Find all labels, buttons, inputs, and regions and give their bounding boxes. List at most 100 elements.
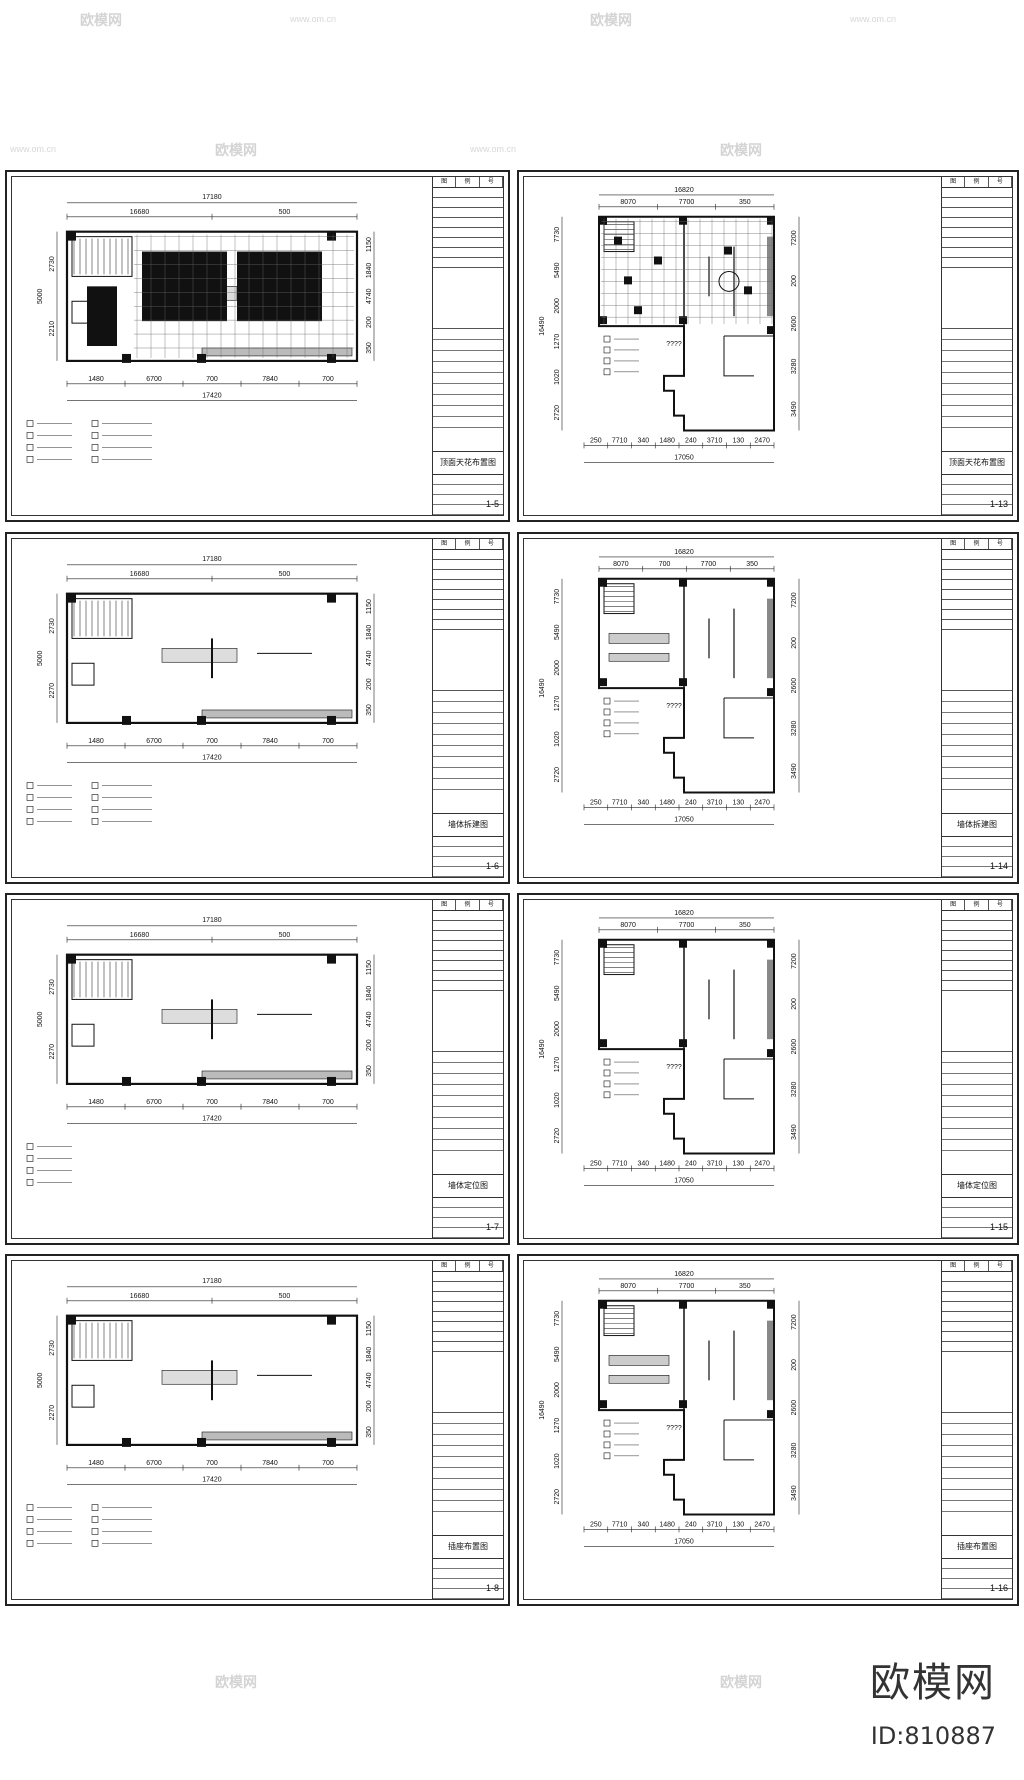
title-block-header-cell: 号 <box>989 900 1012 910</box>
dimension-label: 7200 <box>791 1314 798 1330</box>
dimension-label: 17050 <box>674 454 694 461</box>
dimension-label: 240 <box>685 799 697 806</box>
column <box>67 1315 76 1325</box>
legend-swatch <box>26 1516 34 1523</box>
dimension-label: 7200 <box>791 230 798 246</box>
title-block-row <box>433 600 503 610</box>
dimension-label: 3710 <box>707 799 723 806</box>
title-block-small-row <box>942 1074 1012 1085</box>
watermark-site: www.om.cn <box>470 144 517 154</box>
title-block-header-cell: 例 <box>965 177 989 187</box>
column <box>679 578 687 587</box>
column <box>767 939 775 948</box>
dimension-label: 1480 <box>88 738 104 745</box>
dimension-label: 1020 <box>554 731 561 747</box>
watermark-logo: 欧模网 <box>80 12 122 28</box>
title-block-footer-row <box>942 1198 1012 1208</box>
title-block-header-cell: 图 <box>942 177 966 187</box>
title-block-small-row <box>433 1107 503 1118</box>
title-block-row <box>433 610 503 620</box>
legend-swatch <box>603 719 611 727</box>
dimension-label: 7710 <box>612 799 628 806</box>
elevator-shaft <box>71 662 95 686</box>
title-block-row <box>433 961 503 971</box>
dimension-label: 340 <box>638 1521 650 1528</box>
dimension-label: 5490 <box>554 985 561 1001</box>
dimension-label: 350 <box>746 561 758 568</box>
title-block-footer-row <box>433 867 503 877</box>
title-block-blank <box>942 630 1012 691</box>
column <box>599 939 607 948</box>
title-block-small-row <box>433 691 503 702</box>
dimension-label: 340 <box>638 799 650 806</box>
column <box>599 578 607 587</box>
dimension-label: 200 <box>791 998 798 1010</box>
light-fixture <box>654 256 662 265</box>
title-block-small-row <box>433 1074 503 1085</box>
dimension-label: 2210 <box>49 321 56 337</box>
dimension-label: 1150 <box>366 1321 373 1336</box>
sheet-number: 1-15 <box>989 1222 1008 1232</box>
title-block-footer-row <box>433 1579 503 1589</box>
legend-swatch <box>603 368 611 376</box>
column <box>122 1437 131 1447</box>
dimension-label: 1270 <box>554 696 561 712</box>
watermark-site: www.om.cn <box>290 14 337 24</box>
title-block-footer-row <box>433 1589 503 1599</box>
title-block-header-cell: 图 <box>433 539 457 549</box>
building-outline <box>65 592 359 725</box>
legend-swatch <box>603 1080 611 1088</box>
title-block-header-cell: 图 <box>942 900 966 910</box>
dimension-label: 6700 <box>146 1460 162 1467</box>
title-block-footer-row <box>433 847 503 857</box>
dimension-label: 1270 <box>554 1418 561 1434</box>
glass-wall <box>767 1320 773 1401</box>
dimension-label: 7710 <box>612 1160 628 1167</box>
legend-swatch <box>603 1069 611 1077</box>
dimension-label: 17420 <box>202 1477 222 1484</box>
title-block-row <box>942 941 1012 951</box>
counter <box>608 653 670 662</box>
title-block-row <box>942 981 1012 991</box>
dimension-label: 16490 <box>539 316 546 335</box>
dimension-label: 7730 <box>554 227 561 243</box>
title-block-small-row <box>942 417 1012 428</box>
title-block-header: 图例号 <box>433 1261 503 1272</box>
dimension-label: 17050 <box>674 816 694 823</box>
column <box>679 1300 687 1309</box>
title-block-row <box>433 228 503 238</box>
title-block-blank <box>433 268 503 329</box>
dimension-label: 7700 <box>679 199 695 206</box>
title-block-header-cell: 图 <box>433 177 457 187</box>
title-block-footer-row <box>942 837 1012 847</box>
title-block-row <box>942 971 1012 981</box>
legend-swatch <box>26 1528 34 1535</box>
dimension-label: 2730 <box>49 256 56 272</box>
title-block-footer-row <box>942 857 1012 867</box>
title-block-small-row <box>942 724 1012 735</box>
title-block-small-row <box>942 384 1012 395</box>
dimension-label: 7840 <box>262 738 278 745</box>
title-block-footer-row <box>942 867 1012 877</box>
title-block-row <box>942 590 1012 600</box>
dimension-label: 7840 <box>262 376 278 383</box>
dimension-label: 2000 <box>554 298 561 314</box>
title-block-row <box>942 911 1012 921</box>
title-block-footer-row <box>433 1208 503 1218</box>
title-block-header-cell: 例 <box>965 539 989 549</box>
title-block-header: 图例号 <box>433 900 503 911</box>
title-block-small-row <box>433 1085 503 1096</box>
dimension-label: 7730 <box>554 1311 561 1327</box>
dimension-label: 17420 <box>202 393 222 400</box>
title-block-row <box>433 1292 503 1302</box>
title-block-footer-row <box>942 475 1012 485</box>
sheet-title: 墙体定位图 <box>942 1174 1012 1198</box>
title-block-footer-row <box>433 475 503 485</box>
watermark-site: www.om.cn <box>10 144 57 154</box>
dimension-label: 130 <box>733 1160 745 1167</box>
